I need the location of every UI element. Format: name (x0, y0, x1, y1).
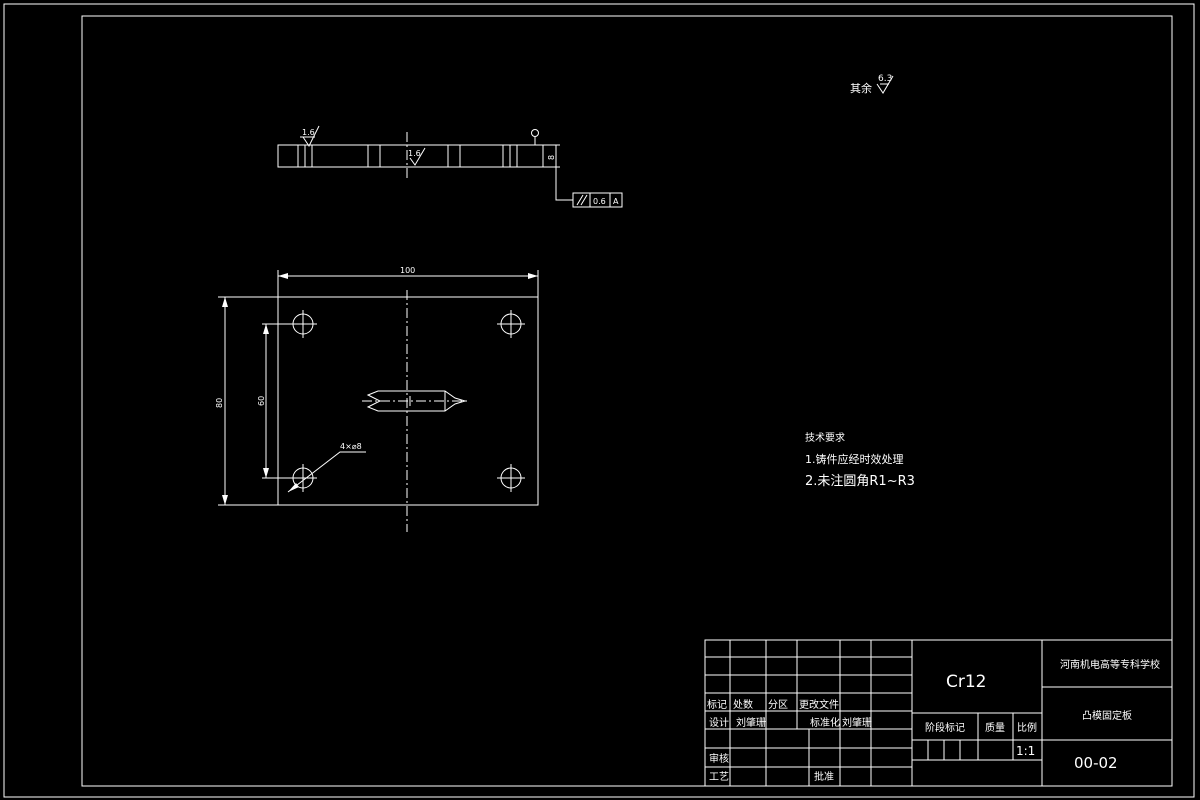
tolerance-datum: A (613, 197, 619, 206)
label-approve: 批准 (814, 770, 834, 783)
surface-finish-rest-value: 6.3 (878, 74, 892, 84)
label-process: 工艺 (709, 771, 729, 783)
title-block-outline (704, 639, 1173, 787)
surface-finish-note: 其余 6.3 (850, 74, 894, 95)
scale-value: 1:1 (1016, 744, 1035, 758)
plan-view-outline (277, 296, 539, 506)
roughness-top-mid: 1.6 (408, 149, 421, 158)
tolerance-leader (555, 167, 573, 201)
tolerance-frame: 0.6 A (572, 192, 623, 208)
width-dim: 100 (400, 266, 415, 275)
roughness-symbol-icon (876, 75, 894, 94)
mass-header: 质量 (985, 722, 1005, 734)
label-count: 处数 (733, 698, 753, 711)
plan-view: 100 80 60 4×⌀8 (215, 266, 539, 532)
tech-requirement-2: 2.未注圆角R1~R3 (805, 474, 915, 489)
part-name: 凸模固定板 (1082, 709, 1132, 722)
material: Cr12 (946, 672, 987, 692)
hole-callout: 4×⌀8 (340, 442, 362, 451)
datum-circle-icon (531, 129, 539, 137)
label-mark: 标记 (707, 699, 727, 711)
scale-header: 比例 (1017, 721, 1037, 734)
parallelism-icon (576, 194, 584, 206)
inner-frame (81, 15, 1173, 787)
tolerance-value: 0.6 (593, 197, 606, 206)
tech-requirements-title: 技术要求 (805, 431, 845, 444)
thickness-dim: 8 (547, 155, 556, 160)
title-block: 标记 处数 分区 更改文件 设计 刘肇珊 标准化 刘肇珊 审核 工艺 批准 Cr… (704, 639, 1173, 787)
tech-requirements: 技术要求 1.铸件应经时效处理 2.未注圆角R1~R3 (805, 431, 915, 489)
standardizer-name: 刘肇珊 (842, 716, 872, 729)
drawing-number: 00-02 (1074, 754, 1118, 772)
tech-requirement-1: 1.铸件应经时效处理 (805, 452, 904, 466)
hole-bottom-right (497, 464, 525, 492)
stage-header: 阶段标记 (925, 721, 965, 734)
side-view: 1.6 1.6 8 0.6 A (277, 125, 623, 208)
designer-name: 刘肇珊 (736, 716, 766, 729)
side-view-outline (277, 144, 544, 168)
outer-frame (3, 3, 1195, 798)
label-design: 设计 (709, 716, 729, 729)
label-review: 审核 (709, 752, 729, 765)
hole-top-right (497, 310, 525, 338)
hole-spacing-dim: 60 (257, 396, 266, 406)
label-standardization: 标准化 (810, 716, 840, 729)
label-change-doc: 更改文件 (799, 698, 839, 711)
height-dim: 80 (215, 398, 224, 408)
school-name: 河南机电高等专科学校 (1060, 658, 1160, 671)
roughness-symbol-icon (409, 147, 426, 166)
roughness-symbol-icon (302, 125, 320, 147)
surface-finish-rest-label: 其余 (850, 81, 872, 95)
hole-callout-leader (287, 451, 366, 493)
center-slot (362, 390, 470, 412)
roughness-top-left: 1.6 (302, 128, 315, 137)
label-zone: 分区 (768, 699, 788, 711)
